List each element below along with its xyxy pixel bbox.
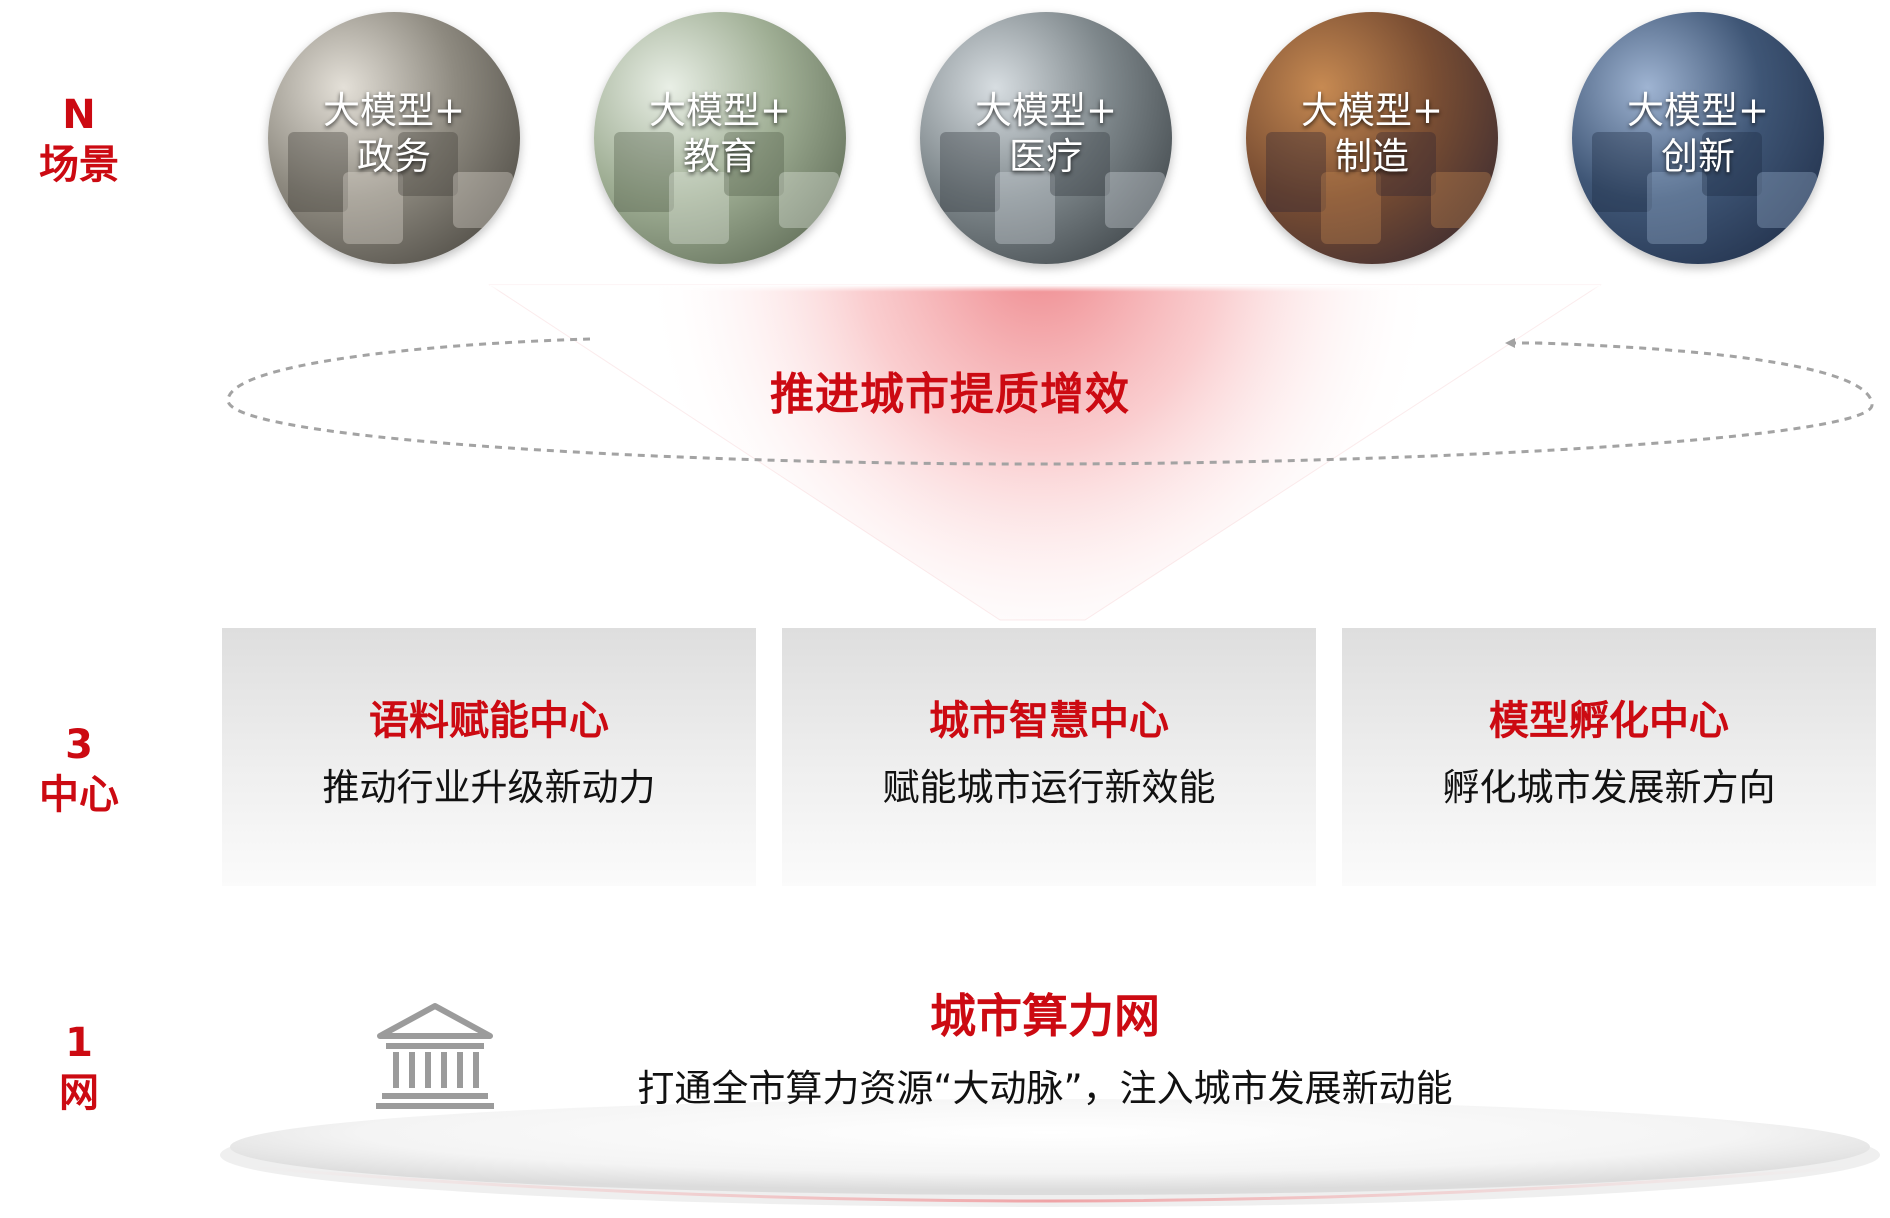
scenario-field: 政务 xyxy=(357,135,431,178)
photo-texture xyxy=(1757,172,1817,228)
goal-statement: 推进城市提质增效 xyxy=(770,369,1130,420)
tier-number: 1 xyxy=(65,1020,93,1066)
tier-3-label: 3 中心 xyxy=(20,720,138,820)
scenario-innovation: 大模型+ 创新 xyxy=(1572,12,1824,264)
tier-n-label: N 场景 xyxy=(20,90,138,190)
photo-texture xyxy=(1321,172,1381,244)
tier-1-label: 1 网 xyxy=(20,1018,138,1118)
scenario-field: 制造 xyxy=(1335,135,1409,178)
scenario-education: 大模型+ 教育 xyxy=(594,12,846,264)
scenario-photo xyxy=(268,12,520,264)
tier-name: 中心 xyxy=(39,772,119,818)
tier-name: 网 xyxy=(59,1070,99,1116)
cycle-ellipse xyxy=(226,337,1874,466)
photo-texture xyxy=(343,172,403,244)
tier-number: 3 xyxy=(65,722,93,768)
photo-texture xyxy=(1592,132,1652,212)
scenario-photo xyxy=(1246,12,1498,264)
photo-texture xyxy=(940,132,1000,212)
government-building-icon xyxy=(376,1003,494,1109)
network-description: 打通全市算力资源“大动脉”，注入城市发展新动能 xyxy=(637,1067,1453,1110)
photo-texture xyxy=(288,132,348,212)
photo-texture xyxy=(1050,132,1110,196)
photo-texture xyxy=(453,172,513,228)
photo-texture xyxy=(1647,172,1707,244)
center-card-smart-city: 城市智慧中心 赋能城市运行新效能 xyxy=(782,628,1316,886)
photo-texture xyxy=(398,132,458,196)
network-platform xyxy=(220,1099,1880,1207)
scenario-caption: 大模型+ 政务 xyxy=(268,88,520,180)
center-title: 语料赋能中心 xyxy=(369,698,609,744)
photo-texture xyxy=(1431,172,1491,228)
scenario-prefix: 大模型+ xyxy=(322,89,465,132)
scenario-photo xyxy=(1572,12,1824,264)
center-title: 城市智慧中心 xyxy=(929,698,1169,744)
photo-texture xyxy=(779,172,839,228)
scenario-caption: 大模型+ 教育 xyxy=(594,88,846,180)
photo-texture xyxy=(1376,132,1436,196)
scenario-prefix: 大模型+ xyxy=(648,89,791,132)
scenario-prefix: 大模型+ xyxy=(1300,89,1443,132)
center-title: 模型孵化中心 xyxy=(1489,698,1729,744)
scenario-photo xyxy=(920,12,1172,264)
scenario-field: 教育 xyxy=(683,135,757,178)
scenario-caption: 大模型+ 医疗 xyxy=(920,88,1172,180)
photo-texture xyxy=(614,132,674,212)
scenario-government: 大模型+ 政务 xyxy=(268,12,520,264)
scenario-field: 创新 xyxy=(1661,135,1735,178)
photo-texture xyxy=(669,172,729,244)
center-description: 赋能城市运行新效能 xyxy=(882,766,1216,809)
scenario-photo xyxy=(594,12,846,264)
scenario-field: 医疗 xyxy=(1009,135,1083,178)
tier-number: N xyxy=(62,92,96,138)
photo-texture xyxy=(1105,172,1165,228)
tier-name: 场景 xyxy=(39,142,119,188)
scenario-prefix: 大模型+ xyxy=(974,89,1117,132)
photo-texture xyxy=(1702,132,1762,196)
photo-texture xyxy=(995,172,1055,244)
network-title: 城市算力网 xyxy=(930,989,1160,1043)
center-description: 推动行业升级新动力 xyxy=(322,766,656,809)
center-description: 孵化城市发展新方向 xyxy=(1442,766,1776,809)
scenario-prefix: 大模型+ xyxy=(1626,89,1769,132)
scenario-healthcare: 大模型+ 医疗 xyxy=(920,12,1172,264)
photo-texture xyxy=(724,132,784,196)
photo-texture xyxy=(1266,132,1326,212)
scenario-manufacturing: 大模型+ 制造 xyxy=(1246,12,1498,264)
center-card-model-incubation: 模型孵化中心 孵化城市发展新方向 xyxy=(1342,628,1876,886)
scenario-caption: 大模型+ 创新 xyxy=(1572,88,1824,180)
center-card-corpus: 语料赋能中心 推动行业升级新动力 xyxy=(222,628,756,886)
scenario-caption: 大模型+ 制造 xyxy=(1246,88,1498,180)
